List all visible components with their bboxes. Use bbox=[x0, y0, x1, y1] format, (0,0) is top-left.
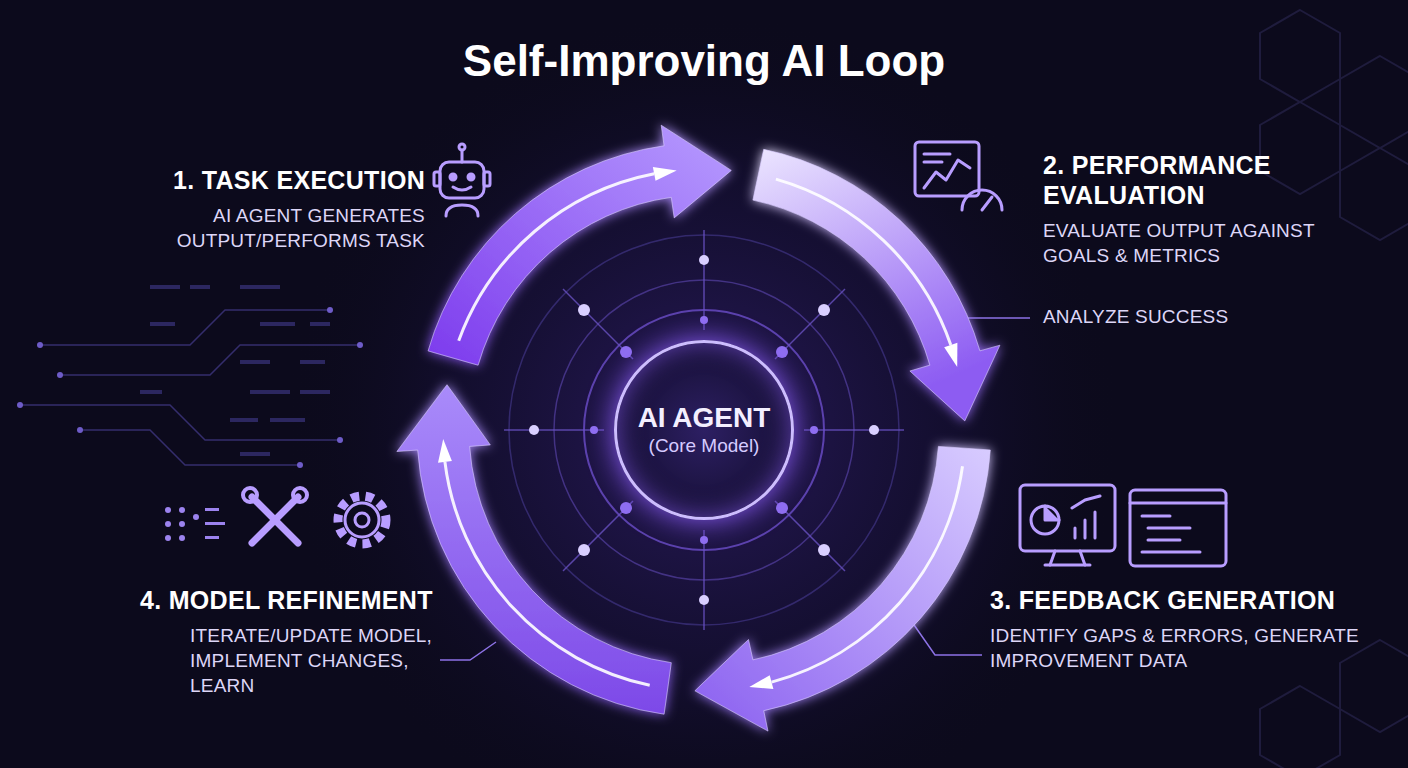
step-heading: 4. MODEL REFINEMENT bbox=[140, 585, 450, 615]
step-description: ITERATE/UPDATE MODEL, IMPLEMENT CHANGES,… bbox=[140, 623, 450, 698]
step-block: 2. PERFORMANCE EVALUATION EVALUATE OUTPUT… bbox=[1043, 150, 1343, 268]
gear-icon bbox=[338, 496, 386, 544]
loop-arrow bbox=[753, 149, 1000, 421]
diagram-title: Self-Improving AI Loop bbox=[0, 36, 1408, 86]
arrow-highlight bbox=[445, 462, 650, 686]
arrow-highlight bbox=[772, 466, 963, 682]
loop-arrow bbox=[428, 125, 731, 365]
circuit-lines bbox=[20, 310, 360, 465]
step-heading: 2. PERFORMANCE EVALUATION bbox=[1043, 150, 1343, 210]
step-block: 3. FEEDBACK GENERATION IDENTIFY GAPS & ER… bbox=[990, 585, 1365, 673]
arrow-highlight-head bbox=[749, 675, 773, 689]
arrow-highlight bbox=[776, 179, 951, 345]
step-description: AI AGENT GENERATES OUTPUT/PERFORMS TASK bbox=[135, 203, 425, 253]
network-dots bbox=[529, 255, 879, 605]
code-dashes bbox=[140, 285, 330, 456]
step-heading: 1. TASK EXECUTION bbox=[135, 165, 425, 195]
arrow-arc bbox=[753, 149, 1000, 421]
code-window-icon bbox=[1130, 490, 1226, 566]
robot-icon bbox=[434, 144, 490, 216]
step-description: IDENTIFY GAPS & ERRORS, GENERATE IMPROVE… bbox=[990, 623, 1365, 673]
core-subtitle: (Core Model) bbox=[649, 434, 760, 458]
wrench-icon bbox=[243, 488, 307, 543]
arrow-highlight-head bbox=[944, 343, 957, 367]
arrow-highlight-head bbox=[653, 167, 677, 181]
arrow-highlight bbox=[459, 174, 655, 341]
step-description: EVALUATE OUTPUT AGAINST GOALS & METRICS bbox=[1043, 218, 1343, 268]
step-block: 4. MODEL REFINEMENT ITERATE/UPDATE MODEL,… bbox=[140, 585, 450, 698]
core-label: AI AGENT bbox=[638, 402, 771, 434]
arrow-highlight-head bbox=[438, 439, 452, 463]
circuit-dots bbox=[17, 307, 363, 468]
step-heading: 3. FEEDBACK GENERATION bbox=[990, 585, 1365, 615]
hexagon-pattern bbox=[1260, 10, 1408, 768]
annotation-label: ANALYZE SUCCESS bbox=[1043, 306, 1228, 328]
dashboard-icon bbox=[1020, 485, 1115, 565]
chart-gauge-icon bbox=[915, 142, 1002, 210]
step-block: 1. TASK EXECUTION AI AGENT GENERATES OUTP… bbox=[135, 165, 425, 253]
core-spokes bbox=[504, 230, 904, 630]
arrow-arc bbox=[428, 125, 731, 365]
core-circle: AI AGENT(Core Model) bbox=[614, 340, 794, 520]
dot-grid-icon bbox=[165, 507, 225, 541]
